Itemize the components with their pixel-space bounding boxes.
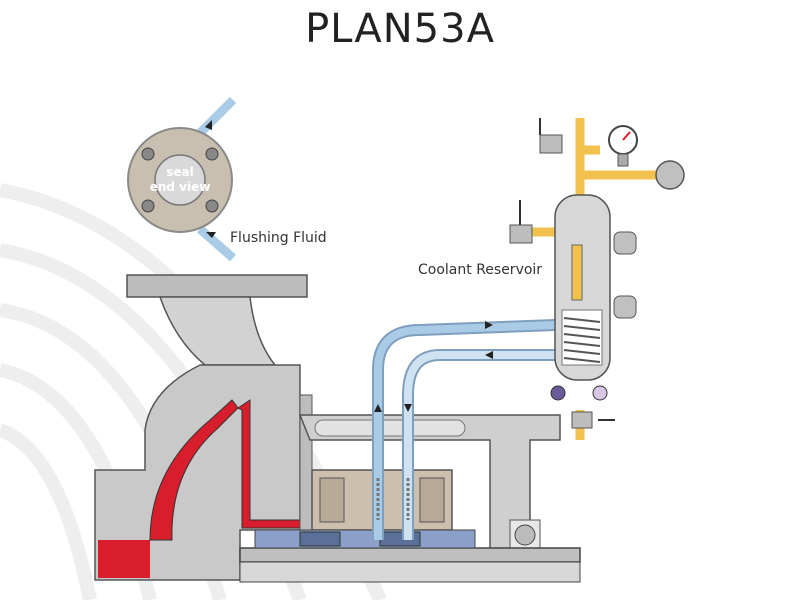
seal-face: [299, 531, 341, 547]
gas-supply-line: [575, 118, 600, 155]
suction-process-fluid: [98, 540, 150, 578]
flow-arrow-icon: [205, 120, 212, 130]
bolt-icon: [205, 147, 219, 161]
coolant-inlet-icon: [550, 385, 566, 401]
seal-ring: [319, 477, 345, 523]
bearing-frame: [239, 414, 581, 583]
pressure-switch-icon: [655, 160, 685, 190]
coolant-outlet-icon: [592, 385, 608, 401]
discharge-nozzle: [158, 296, 277, 366]
bolt-icon: [205, 199, 219, 213]
drain-valve-icon: [571, 411, 593, 429]
shaft-lower: [239, 561, 581, 583]
flow-arrow-icon: [485, 321, 493, 329]
seal-sleeve: [254, 529, 476, 549]
fill-valve-icon: [509, 224, 533, 244]
flow-arrow-icon: [374, 404, 382, 412]
seal-view-label-2: end view: [150, 180, 211, 194]
coolant-reservoir-label: Coolant Reservoir: [418, 262, 543, 278]
flush-inlet-line: [196, 96, 237, 137]
return-pipe: [374, 321, 556, 540]
flushing-fluid-label: Flushing Fluid: [230, 230, 327, 246]
seal-view-label-1: seal: [166, 165, 194, 179]
flow-arrow-icon: [485, 351, 493, 359]
bearing-ball: [514, 524, 536, 546]
supply-pipe: [404, 351, 555, 540]
frame-window: [314, 419, 466, 437]
flow-arrow-icon: [404, 404, 412, 412]
flow-arrow-icon: [206, 232, 216, 238]
barrier-fluid-piping: [372, 319, 556, 540]
coolant-reservoir: [509, 118, 685, 440]
level-switch-icon: [613, 295, 637, 319]
flush-outlet-line: [197, 225, 236, 262]
discharge-flange: [126, 274, 308, 298]
pump-casing: [94, 274, 313, 581]
bolt-icon: [141, 147, 155, 161]
seal-end-view: seal end view: [127, 96, 237, 262]
vent-valve-icon: [539, 134, 563, 154]
seal-ring: [419, 477, 445, 523]
cooling-coil: [563, 317, 601, 363]
seal-bore: [154, 154, 206, 206]
level-switch-icon: [613, 231, 637, 255]
shaft: [239, 547, 581, 563]
bolt-icon: [141, 199, 155, 213]
level-gauge: [571, 244, 583, 301]
page-title: PLAN53A: [305, 6, 495, 52]
